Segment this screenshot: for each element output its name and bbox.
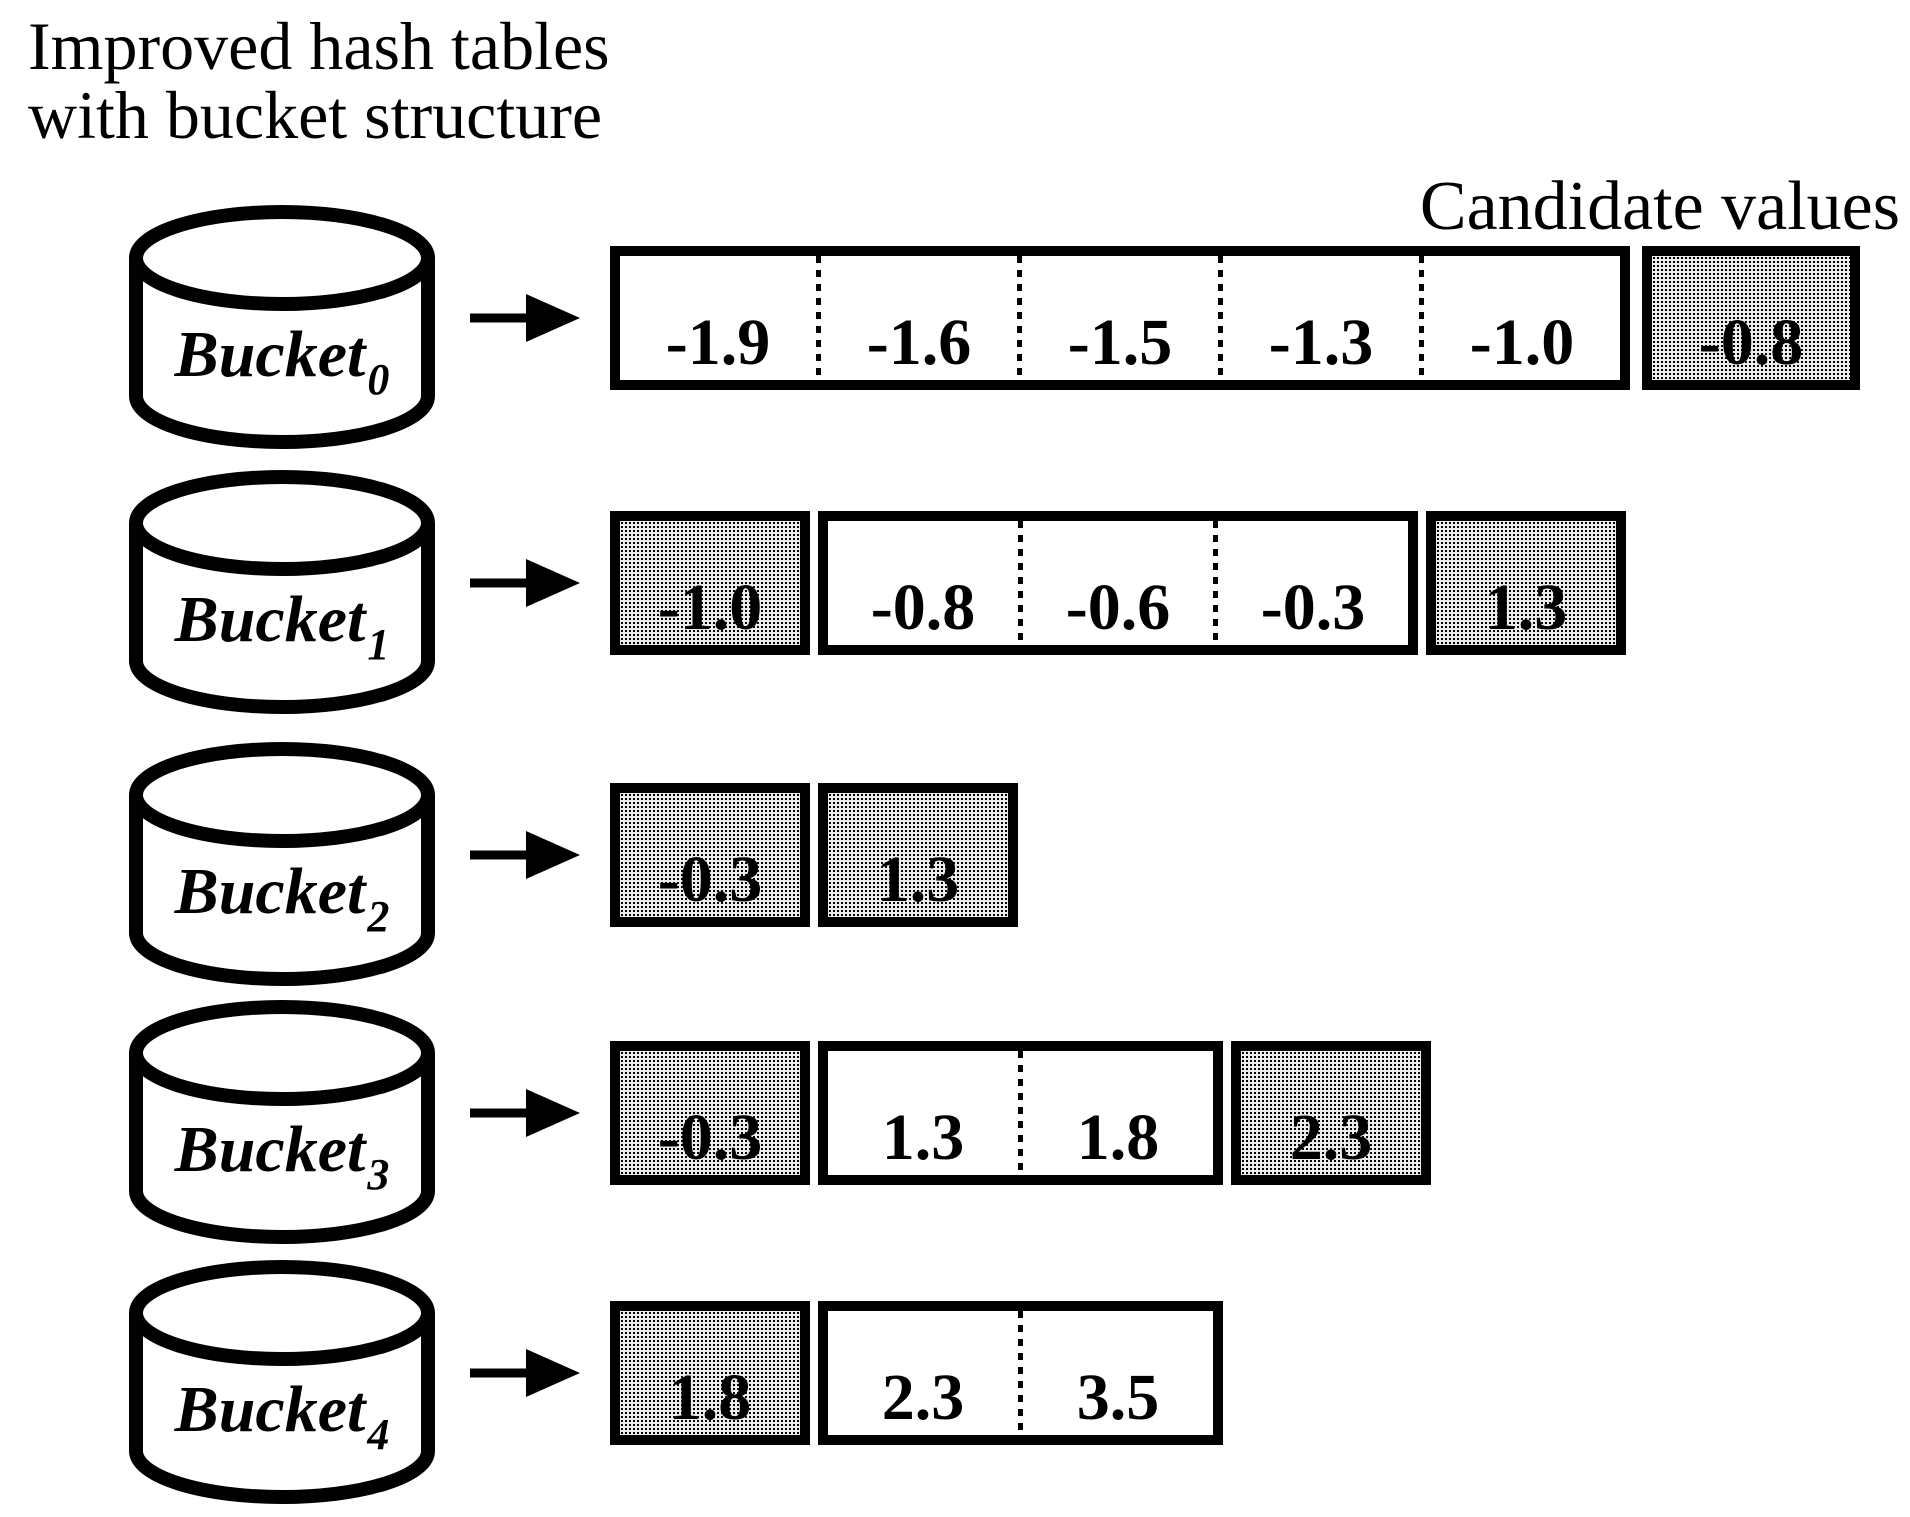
bucket-name: Bucket: [174, 1373, 366, 1446]
bucket-values-box: -1.9 -1.6 -1.5 -1.3 -1.0: [610, 246, 1630, 390]
bucket-value-segments: -0.3 1.3 1.8 2.3: [610, 1041, 1431, 1185]
bucket-name: Bucket: [174, 583, 366, 656]
bucket-subscript: 3: [367, 1150, 390, 1199]
candidate-value-box: 1.3: [818, 783, 1018, 927]
bucket-subscript: 1: [367, 620, 390, 669]
value-cell: 1.3: [881, 1100, 965, 1174]
value-cell: -0.3: [1260, 570, 1366, 644]
cell-divider: [1018, 521, 1023, 645]
bucket-label: Bucket1: [126, 587, 438, 667]
bucket-value-segments: -0.3 1.3: [610, 783, 1018, 927]
value-cell: 1.8: [1076, 1100, 1160, 1174]
cell-divider: [1218, 256, 1223, 380]
diagram-title-line1: Improved hash tables: [28, 8, 610, 84]
cell-divider: [1419, 256, 1424, 380]
bucket-row-1: Bucket1 -1.0 -0.8 -0.6 -0.3 1.3: [0, 465, 1910, 717]
bucket-values-box: 1.3 1.8: [818, 1041, 1223, 1185]
bucket-name: Bucket: [174, 855, 366, 928]
bucket-cylinder-icon: [129, 470, 435, 714]
bucket-values-box: 2.3 3.5: [818, 1301, 1223, 1445]
value-cell: -1.0: [1469, 305, 1575, 379]
diagram-title: Improved hash tables with bucket structu…: [28, 8, 610, 154]
value-cell: -0.8: [870, 570, 976, 644]
bucket-cylinder-icon: [129, 1260, 435, 1504]
candidate-value-box: 1.8: [610, 1301, 810, 1445]
value-cell: 3.5: [1076, 1360, 1160, 1434]
value-cell: -0.3: [657, 1100, 763, 1174]
value-cell: -1.0: [657, 570, 763, 644]
bucket-label: Bucket4: [126, 1377, 438, 1457]
bucket-row-4: Bucket4 1.8 2.3 3.5: [0, 1255, 1910, 1507]
bucket-name: Bucket: [174, 318, 366, 391]
bucket-row-2: Bucket2 -0.3 1.3: [0, 737, 1910, 989]
bucket-subscript: 4: [367, 1410, 390, 1459]
candidate-value-box: -0.3: [610, 1041, 810, 1185]
bucket-label: Bucket3: [126, 1117, 438, 1197]
arrow-icon: [470, 559, 580, 607]
bucket-cylinder-icon: [129, 742, 435, 986]
bucket-name: Bucket: [174, 1113, 366, 1186]
value-cell: 2.3: [1289, 1100, 1373, 1174]
arrow-icon: [470, 1089, 580, 1137]
bucket-row-3: Bucket3 -0.3 1.3 1.8 2.3: [0, 995, 1910, 1247]
value-cell: -1.6: [866, 305, 972, 379]
bucket-cylinder-icon: [129, 1000, 435, 1244]
bucket-label: Bucket0: [126, 322, 438, 402]
value-cell: -0.6: [1065, 570, 1171, 644]
cell-divider: [1017, 256, 1022, 380]
bucket-value-segments: -1.9 -1.6 -1.5 -1.3 -1.0 -0.8: [610, 246, 1860, 390]
candidate-value-box: 1.3: [1426, 511, 1626, 655]
bucket-value-segments: 1.8 2.3 3.5: [610, 1301, 1223, 1445]
arrow-icon: [470, 294, 580, 342]
bucket-value-segments: -1.0 -0.8 -0.6 -0.3 1.3: [610, 511, 1626, 655]
candidate-value-box: 2.3: [1231, 1041, 1431, 1185]
value-cell: -1.9: [665, 305, 771, 379]
value-cell: -0.3: [657, 842, 763, 916]
cell-divider: [1018, 1311, 1023, 1435]
candidate-value-box: -0.3: [610, 783, 810, 927]
diagram-title-line2: with bucket structure: [28, 77, 603, 154]
candidate-values-label: Candidate values: [1419, 168, 1900, 245]
candidate-value-box: -1.0: [610, 511, 810, 655]
bucket-cylinder-icon: [129, 205, 435, 449]
value-cell: -1.3: [1268, 305, 1374, 379]
cell-divider: [816, 256, 821, 380]
candidate-value-box: -0.8: [1642, 246, 1860, 390]
value-cell: 1.3: [876, 842, 960, 916]
bucket-row-0: Bucket0 -1.9 -1.6 -1.5 -1.3 -1.0 -0.8: [0, 200, 1910, 452]
value-cell: 1.8: [668, 1360, 752, 1434]
bucket-label: Bucket2: [126, 859, 438, 939]
cell-divider: [1018, 1051, 1023, 1175]
value-cell: -1.5: [1067, 305, 1173, 379]
arrow-icon: [470, 831, 580, 879]
value-cell: 2.3: [881, 1360, 965, 1434]
cell-divider: [1213, 521, 1218, 645]
value-cell: -0.8: [1698, 305, 1804, 379]
bucket-subscript: 2: [367, 892, 390, 941]
value-cell: 1.3: [1484, 570, 1568, 644]
bucket-values-box: -0.8 -0.6 -0.3: [818, 511, 1418, 655]
arrow-icon: [470, 1349, 580, 1397]
bucket-subscript: 0: [367, 355, 390, 404]
